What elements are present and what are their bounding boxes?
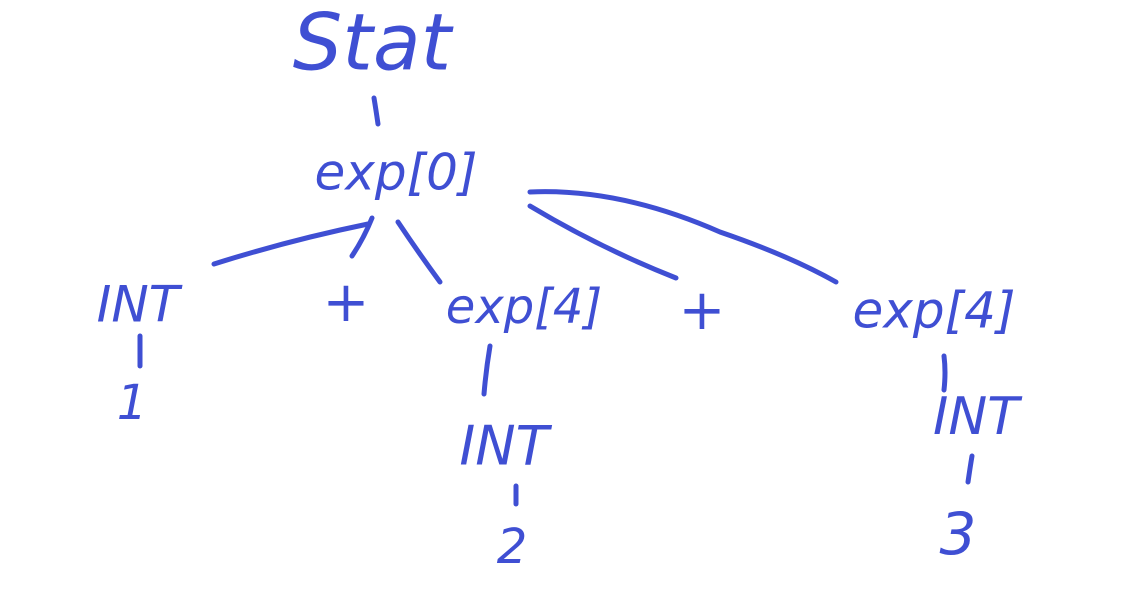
node-value-2: 2 [497,519,528,575]
node-int-2: INT [459,415,552,478]
edge-exp4a-int [481,343,493,397]
node-int-1: INT [97,276,183,334]
edge-int3-3 [965,453,975,485]
node-plus-2: + [679,278,726,343]
node-exp-0: exp[0] [315,144,478,202]
node-plus-1: + [323,270,370,335]
edge-exp0-int [211,221,371,267]
tree-nodes: Stat exp[0] INT + exp[4] + exp[4] 1 INT … [97,0,1024,575]
node-value-3: 3 [940,500,977,568]
node-exp-4b: exp[4] [853,282,1016,340]
edge-exp0-exp4a [395,219,443,285]
edge-stat-exp0 [371,95,381,127]
node-int-3: INT [933,387,1023,447]
edge-exp0-plus2 [527,203,679,281]
edge-exp0-plus1 [349,215,375,259]
edge-exp4b-int [941,353,948,393]
edge-exp0-exp4b [527,189,839,285]
node-exp-4a: exp[4] [446,279,602,335]
node-stat: Stat [293,0,454,88]
tree-edges [137,95,975,507]
node-value-1: 1 [117,375,148,431]
